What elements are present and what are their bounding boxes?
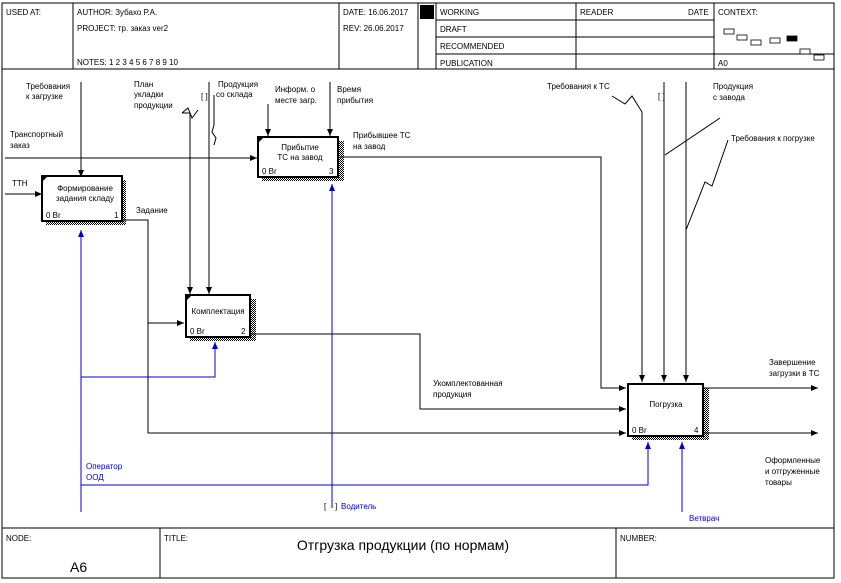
box1-number: 1 — [114, 211, 119, 220]
box-loading[interactable]: Погрузка 0 Вr 4 — [627, 383, 709, 440]
label-shipped-2: и отгруженные — [765, 467, 820, 476]
box3-line1: Прибытие — [281, 143, 319, 152]
label-completed-2: продукция — [433, 390, 472, 399]
label-plan-1: План — [134, 80, 153, 89]
date-field: DATE: 16.06.2017 — [343, 8, 409, 17]
context-node: A0 — [718, 59, 728, 68]
label-transport-1: Транспортный — [10, 130, 63, 139]
status-draft: DRAFT — [440, 25, 467, 34]
label-info-2: месте загр. — [275, 96, 317, 105]
label-finish-1: Завершение — [769, 358, 816, 367]
arrows: [ ] [ ] — [5, 82, 818, 436]
status-working: WORKING — [440, 8, 479, 17]
label-task: Задание — [136, 206, 168, 215]
box2-line1: Комплектация — [191, 307, 244, 316]
box1-line2: задания складу — [56, 194, 114, 203]
box2-cost: 0 Вr — [190, 327, 205, 336]
label-req-ts: Требования к ТС — [547, 82, 610, 91]
box2-number: 2 — [241, 327, 246, 336]
box1-cost: 0 Вr — [46, 211, 61, 220]
node-label: NODE: — [6, 534, 31, 543]
reader-date-label: DATE — [688, 8, 709, 17]
diagram-frame — [1, 68, 835, 529]
title-label: TITLE: — [164, 534, 188, 543]
label-time-1: Время — [337, 85, 361, 94]
svg-text:]: ] — [335, 502, 337, 511]
svg-text:[ ]: [ ] — [201, 92, 208, 101]
svg-text:[: [ — [324, 502, 327, 511]
arrow-labels: Требования к загрузке План укладки проду… — [10, 80, 821, 523]
box4-cost: 0 Вr — [632, 426, 647, 435]
box-forming-task[interactable]: Формирование задания складу 0 Вr 1 — [41, 175, 126, 225]
label-operator-2: ООД — [86, 473, 104, 482]
context-thumbnail — [723, 28, 825, 61]
label-completed-1: Укомплектованная — [433, 379, 503, 388]
arrow-operator-box4 — [81, 442, 651, 486]
footer-frame — [1, 527, 835, 579]
box-vehicle-arrival[interactable]: Прибытие ТС на завод 0 Вr 3 — [257, 136, 344, 181]
label-finish-2: загрузки в ТС — [769, 369, 820, 378]
diagram-title: Отгрузка продукции (по нормам) — [297, 537, 509, 553]
label-vet: Ветврач — [689, 514, 719, 523]
box1-line1: Формирование — [57, 184, 113, 193]
used-at-label: USED AT: — [6, 8, 41, 17]
status-publication: PUBLICATION — [440, 59, 493, 68]
label-req-load-1: Требования — [26, 82, 70, 91]
label-time-2: прибытия — [337, 96, 373, 105]
label-prod-plant-1: Продукция — [713, 82, 753, 91]
arrow-operator-box2 — [81, 342, 218, 378]
arrow-task — [120, 219, 184, 326]
label-req-load-r: Требования к погрузке — [731, 134, 815, 143]
label-arrived-1: Прибывшее ТС — [353, 131, 411, 140]
box-picking[interactable]: Комплектация 0 Вr 2 — [185, 294, 256, 341]
mechanism-arrows — [78, 184, 685, 512]
notes-field: NOTES: 1 2 3 4 5 6 7 8 9 10 — [77, 58, 179, 67]
arrow-completed — [250, 333, 626, 412]
label-tth: ТТН — [12, 179, 28, 188]
svg-text:[ ]: [ ] — [658, 92, 665, 101]
label-plan-3: продукции — [134, 101, 173, 110]
label-req-load-2: к загрузке — [26, 92, 63, 101]
arrow-task-to-load — [147, 323, 626, 436]
label-prod-wh-2: со склада — [216, 90, 253, 99]
rev-field: REV: 26.06.2017 — [343, 24, 404, 33]
project-field: PROJECT: тр. заказ ver2 — [77, 24, 169, 33]
label-prod-plant-2: с завода — [713, 93, 745, 102]
label-arrived-2: на завод — [353, 142, 386, 151]
box4-line1: Погрузка — [649, 400, 683, 409]
context-label: CONTEXT: — [718, 8, 758, 17]
label-transport-2: заказ — [10, 141, 30, 150]
label-prod-wh-1: Продукция — [218, 80, 258, 89]
status-recommended: RECOMMENDED — [440, 42, 505, 51]
author-field: AUTHOR: Зубахо Р.А. — [77, 8, 157, 17]
label-operator-1: Оператор — [86, 462, 123, 471]
number-label: NUMBER: — [620, 534, 657, 543]
arrow-arrived — [340, 156, 626, 391]
box4-number: 4 — [694, 426, 699, 435]
label-plan-2: укладки — [134, 90, 163, 99]
box3-line2: ТС на завод — [277, 153, 323, 162]
label-shipped-1: Оформленные — [765, 456, 821, 465]
node-value: A6 — [70, 559, 87, 575]
arrow-plan — [182, 112, 193, 294]
box3-cost: 0 Вr — [262, 167, 277, 176]
label-info-1: Информ. о — [275, 85, 316, 94]
arrow-req-ts — [611, 95, 645, 382]
reader-label: READER — [580, 8, 614, 17]
box3-number: 3 — [329, 167, 334, 176]
label-driver: Водитель — [341, 502, 376, 511]
label-shipped-3: товары — [765, 478, 792, 487]
